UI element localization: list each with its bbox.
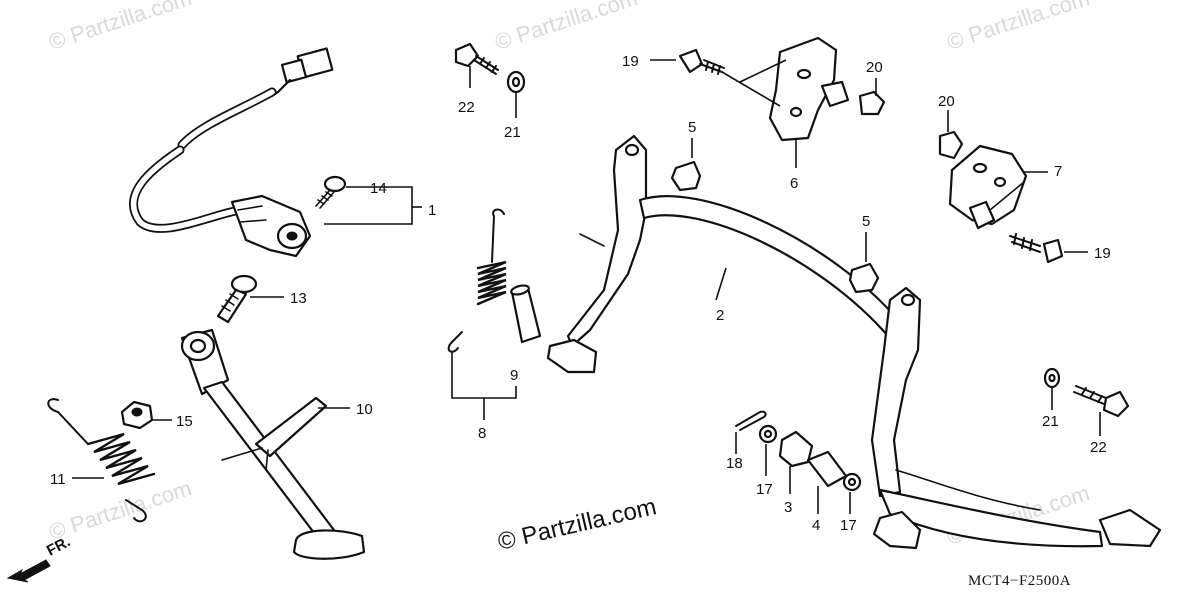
bushings-5 — [670, 160, 880, 294]
callout-7: 7 — [1054, 163, 1062, 180]
callout-17-left: 17 — [756, 481, 773, 498]
callout-4: 4 — [812, 517, 820, 534]
callout-5-right: 5 — [862, 213, 870, 230]
callout-21-top: 21 — [504, 124, 521, 141]
callout-11: 11 — [50, 471, 66, 488]
callout-19-top: 19 — [622, 53, 639, 70]
callout-5-top: 5 — [688, 119, 696, 136]
callout-6: 6 — [790, 175, 798, 192]
main-stand — [546, 134, 1162, 550]
spring-11 — [47, 398, 156, 523]
watermark-top-left: © Partzilla.com — [46, 0, 195, 55]
screw-14 — [315, 175, 347, 209]
callout-13: 13 — [290, 290, 307, 307]
callout-20-right: 20 — [938, 93, 955, 110]
background-watermarks: © Partzilla.com © Partzilla.com © Partzi… — [46, 0, 1093, 550]
bracket-7-assembly — [938, 130, 1064, 264]
watermark-partzilla: © Partzilla.com — [495, 493, 659, 556]
callout-19-right: 19 — [1094, 245, 1111, 262]
callout-14: 14 — [370, 180, 387, 197]
callout-22-top: 22 — [458, 99, 475, 116]
bolt-13 — [216, 274, 258, 324]
drawing-code: MCT4−F2500A — [968, 573, 1071, 589]
callout-18: 18 — [726, 455, 743, 472]
callout-22-bottom: 22 — [1090, 439, 1107, 456]
watermark-bottom-left: © Partzilla.com — [46, 475, 195, 545]
front-direction-indicator: FR. — [6, 533, 73, 583]
leader-lines — [72, 59, 1101, 514]
bolt-22-and-washer-21-bottom — [1043, 367, 1130, 418]
collar-9 — [510, 284, 542, 344]
callout-17-right: 17 — [840, 517, 857, 534]
bolt-22-and-washer-21-top — [454, 42, 526, 94]
stand-pivot-hardware — [735, 410, 862, 492]
side-stand — [180, 328, 366, 560]
side-stand-switch — [129, 47, 334, 258]
nut-15 — [120, 400, 154, 430]
callout-9: 9 — [510, 367, 518, 384]
callout-3: 3 — [784, 499, 792, 516]
bracket-6-assembly — [678, 36, 886, 142]
callout-15: 15 — [176, 413, 193, 430]
callout-2: 2 — [716, 307, 724, 324]
spring-8 — [447, 208, 507, 353]
callout-1: 1 — [428, 202, 436, 219]
callout-21-bottom: 21 — [1042, 413, 1059, 430]
watermark-top-right: © Partzilla.com — [944, 0, 1093, 55]
callout-8: 8 — [478, 425, 486, 442]
callout-numbers: 1 2 3 4 5 5 6 7 8 9 10 11 13 14 15 17 17… — [50, 53, 1111, 534]
watermark-top-center: © Partzilla.com — [492, 0, 641, 55]
callout-20-top: 20 — [866, 59, 883, 76]
front-arrow-icon — [6, 559, 51, 583]
callout-10: 10 — [356, 401, 373, 418]
